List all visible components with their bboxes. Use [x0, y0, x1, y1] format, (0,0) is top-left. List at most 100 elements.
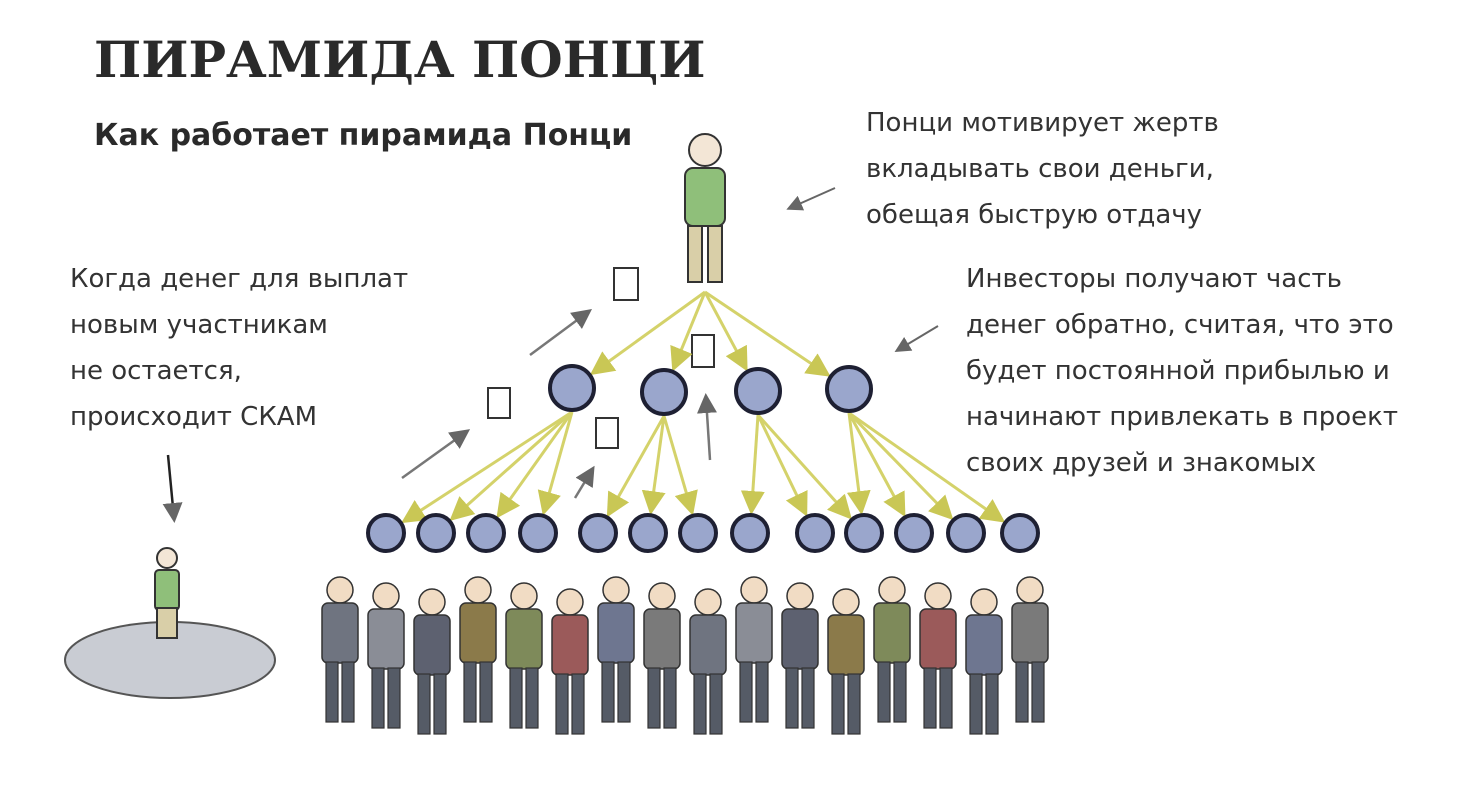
note-line: будет постоянной прибылью и [966, 356, 1390, 386]
person-head [464, 576, 492, 604]
pointer-arrows [162, 187, 939, 523]
investor-node [678, 513, 718, 553]
pointer-arrow-left [162, 454, 183, 523]
person-leg [525, 667, 539, 729]
note-line: обещая быструю отдачу [866, 200, 1203, 230]
flow-arrow [496, 411, 574, 519]
person-leg [939, 667, 953, 729]
note-line: Инвесторы получают часть [966, 264, 1342, 294]
person-body [827, 614, 865, 676]
person-leg [739, 661, 753, 723]
person-head [602, 576, 630, 604]
person-body [413, 614, 451, 676]
flow-arrow [537, 411, 574, 516]
person-body [965, 614, 1003, 676]
person-leg [693, 673, 707, 735]
note-line: вкладывать свои деньги, [866, 154, 1214, 184]
person-leg [831, 673, 845, 735]
investor-node [416, 513, 456, 553]
person-head [924, 582, 952, 610]
person-leg [433, 673, 447, 735]
person-head [786, 582, 814, 610]
person-leg [1031, 661, 1045, 723]
person-body [321, 602, 359, 664]
investor-node [946, 513, 986, 553]
person-body [459, 602, 497, 664]
person-body [873, 602, 911, 664]
flow-arrow [703, 291, 748, 372]
note-line: денег обратно, считая, что это [966, 310, 1394, 340]
investor-node [466, 513, 506, 553]
flow-arrow [848, 411, 1006, 523]
investor-node [795, 513, 835, 553]
flow-arrows [401, 290, 1006, 524]
investor-node [894, 513, 934, 553]
person-leg [371, 667, 385, 729]
person-leg [893, 661, 907, 723]
person-leg [647, 667, 661, 729]
note-line: начинают привлекать в проект [966, 402, 1398, 432]
note-line: происходит СКАМ [70, 402, 318, 432]
pointer-arrow-right [894, 325, 939, 353]
ponzi-figure-icon [684, 133, 726, 283]
flow-arrow [756, 413, 852, 520]
investor-node [734, 367, 782, 415]
person-body [735, 602, 773, 664]
person-leg [325, 661, 339, 723]
investor-node [825, 365, 873, 413]
money-bills [487, 267, 715, 449]
flow-arrow [704, 290, 831, 377]
flow-arrow [401, 410, 573, 524]
investor-node [578, 513, 618, 553]
money-bill-icon [595, 417, 619, 449]
note-line: новым участникам [70, 310, 328, 340]
person-leg [709, 673, 723, 735]
scam-pile-icon [64, 547, 276, 699]
person-leg [601, 661, 615, 723]
investor-node [1000, 513, 1040, 553]
person-leg [801, 667, 815, 729]
money-bill-icon [487, 387, 511, 419]
person-leg [509, 667, 523, 729]
investor-node [640, 368, 688, 416]
person-body [781, 608, 819, 670]
person-leg [341, 661, 355, 723]
person-body [551, 614, 589, 676]
person-head [326, 576, 354, 604]
person-head [740, 576, 768, 604]
person-head [372, 582, 400, 610]
person-body [919, 608, 957, 670]
person-leg [387, 667, 401, 729]
person-head [510, 582, 538, 610]
subtitle: Как работает пирамида Понци [94, 118, 633, 153]
person-body [643, 608, 681, 670]
money-return-arrow [401, 429, 471, 480]
person-leg [785, 667, 799, 729]
person-leg [417, 673, 431, 735]
person-head [418, 588, 446, 616]
person-body [367, 608, 405, 670]
person-leg [663, 667, 677, 729]
person-body [1011, 602, 1049, 664]
note-investors: Инвесторы получают часть денег обратно, … [966, 256, 1398, 486]
person-leg [969, 673, 983, 735]
flow-arrow [589, 290, 706, 376]
note-line: не остается, [70, 356, 242, 386]
investor-node [628, 513, 668, 553]
money-bill-icon [613, 267, 639, 301]
money-return-arrow [696, 393, 717, 461]
person-head [648, 582, 676, 610]
person-head [878, 576, 906, 604]
money-bill-icon [691, 334, 715, 368]
crowd-of-investors-icon [321, 576, 1049, 735]
person-leg [479, 661, 493, 723]
investor-node [730, 513, 770, 553]
note-line: Когда денег для выплат [70, 264, 409, 294]
note-line: своих друзей и знакомых [966, 448, 1316, 478]
investor-node [518, 513, 558, 553]
person-head [970, 588, 998, 616]
person-leg [571, 673, 585, 735]
person-body [505, 608, 543, 670]
pointer-arrow-top [786, 187, 836, 211]
